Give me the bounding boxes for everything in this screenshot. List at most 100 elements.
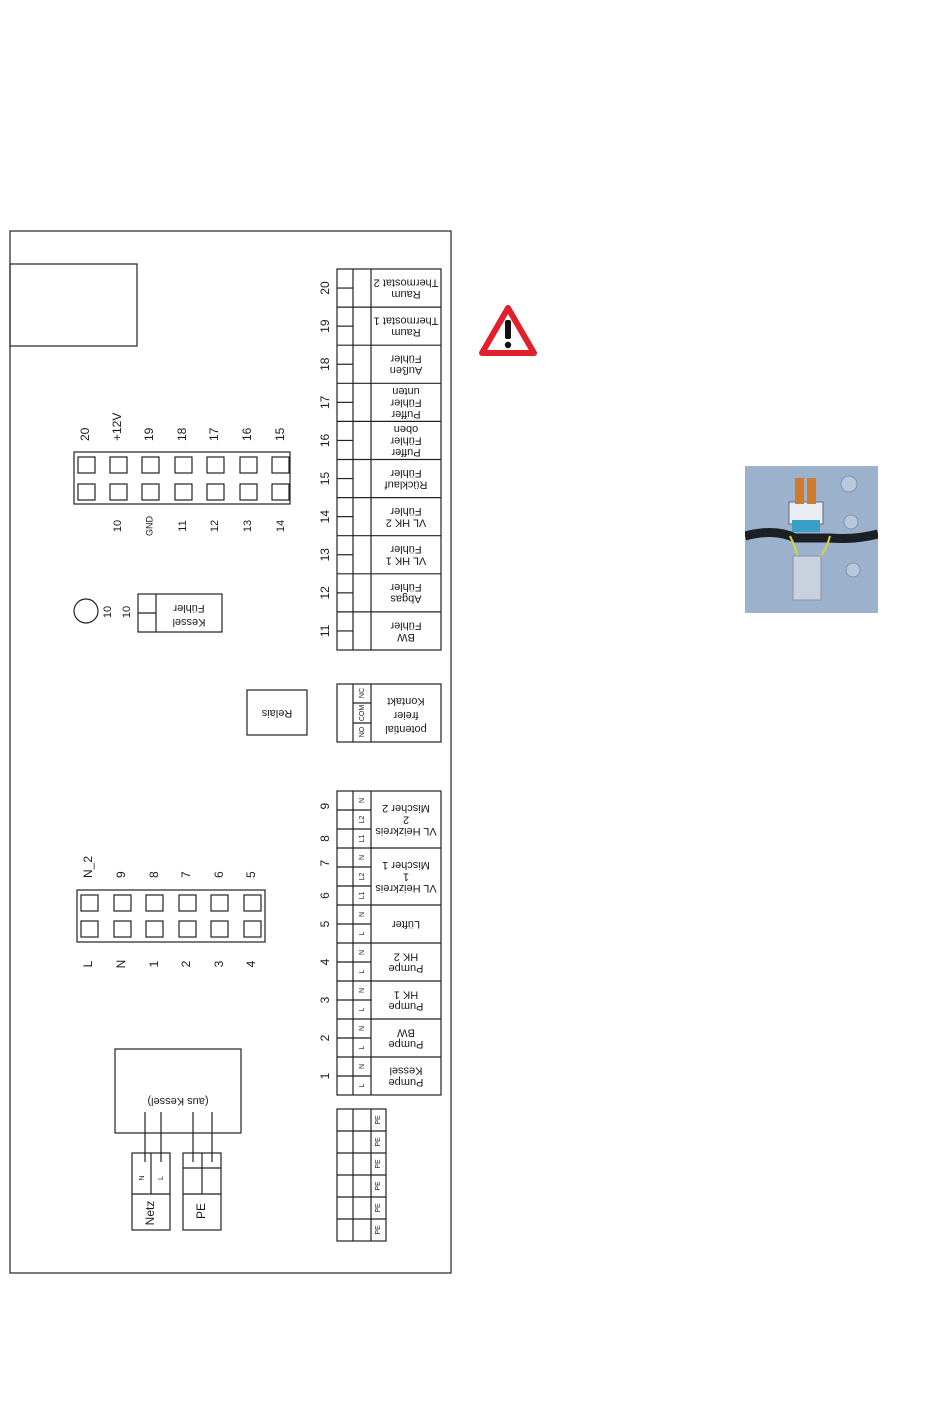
terminal-number: 18 [318,357,332,371]
pin-label: N [359,988,366,993]
pe-pin-label: PE [375,1181,382,1191]
pin-label: 20 [78,427,92,441]
terminal-label-line: HK 2 [394,950,418,962]
terminal-number: 20 [318,281,332,295]
pin-label: L2 [359,873,366,881]
terminal-label-line: Puffer [391,446,420,458]
terminal-label-line: VL Heizkreis [375,882,437,894]
terminal-label-line: Fühler [390,581,422,593]
mains-connection: (aus Kessel) N L Netz PE [114,1048,242,1231]
terminal-number: 14 [318,510,332,524]
terminal-label-line: Fühler [390,619,422,631]
terminal-label-line: VL Heizkreis [375,825,437,837]
pin-label: L [158,1176,165,1180]
terminal-label-line: Rücklauf [384,478,428,490]
terminal-label-line: Lüfter [392,918,420,930]
terminal-label-line: BW [397,1026,415,1038]
pe-pin-label: PE [375,1225,382,1235]
terminal-label-line: Fühler [390,396,422,408]
pin-label: L2 [359,816,366,824]
pin-label: L [359,969,366,973]
terminal-number: 10 [121,606,133,618]
terminal-label-line: Puffer [391,408,420,420]
terminal-label-line: VL HK 2 [386,516,427,528]
kessel-sensor-connector: 10 10 Kessel Fühler [73,593,223,633]
terminal-label-line: Pumpe [389,1076,424,1088]
terminal-label-line: Fühler [390,467,422,479]
pin-label: N [114,960,128,969]
pin-label: 15 [273,427,287,441]
pin-label: 16 [240,427,254,441]
warning-triangle-icon [479,305,537,356]
pin-label: N [139,1175,146,1180]
terminal-number: 5 [318,920,332,927]
controller-housing [9,230,452,1274]
pe-pin-label: PE [375,1203,382,1213]
terminal-label-line: potential [385,723,427,735]
terminal-number: 19 [318,319,332,333]
pin-label: N [359,950,366,955]
display-module-box [9,263,138,347]
pe-pin-label: PE [375,1159,382,1169]
pin-label: 12 [209,520,221,532]
terminal-label-line: Raum [391,288,420,300]
terminal-number: 13 [318,548,332,562]
terminal-label-line: freier [393,709,418,721]
pin-label: L1 [359,835,366,843]
terminal-label-line: Fühler [390,353,422,365]
pin-label: 7 [179,871,193,878]
terminal-label-line: Fühler [173,602,205,614]
pe-pin-label: PE [375,1115,382,1125]
pin-label: 6 [212,871,226,878]
pin-label: 9 [114,871,128,878]
pin-label: N [359,912,366,917]
terminal-label-line: Kessel [172,616,205,628]
pin-label: L [359,1007,366,1011]
pin-label: L [81,960,95,967]
terminal-label-line: Fühler [390,505,422,517]
terminal-number: 4 [318,958,332,965]
terminal-number: 11 [318,624,332,637]
terminal-label-line: 2 [403,814,409,826]
pin-label: 10 [112,520,124,532]
terminal-label-line: Kontakt [387,695,424,707]
pin-label: +12V [110,413,124,441]
pin-label: 11 [177,520,189,531]
pin-label: 5 [244,871,258,878]
pin-header-top: 20 +12V 19 18 17 16 15 10 GND 11 12 13 1… [73,413,291,537]
pin-label: 2 [179,960,193,967]
pe-label: PE [194,1203,208,1219]
pin-header-bottom: N_2 9 8 7 6 5 L N 1 2 3 4 [76,856,266,969]
terminal-label-line: Mischer 1 [382,859,430,871]
pin-label: COM [359,705,366,722]
terminal-number: 16 [318,433,332,447]
pin-label: 4 [244,960,258,967]
terminal-label-line: Raum [391,326,420,338]
pin-label: 1 [147,960,161,967]
potential-free-contact-block: NO COM NC potential freier Kontakt [336,683,442,743]
terminal-label-line: Kessel [389,1064,422,1076]
pin-label: L [359,1045,366,1049]
pin-label: L1 [359,892,366,900]
pin-label: 19 [142,427,156,441]
pin-label: N [359,855,366,860]
pin-label: 18 [175,427,189,441]
terminal-label-line: Außen [390,364,422,376]
pin-label: N [359,798,366,803]
terminal-label-line: Mischer 2 [382,802,430,814]
terminal-label-line: unten [392,385,420,397]
terminal-number: 15 [318,472,332,486]
pin-label: N_2 [81,856,95,878]
terminal-number: 12 [318,586,332,600]
terminal-number: 3 [318,996,332,1003]
terminal-label-line: HK 1 [394,988,418,1000]
terminal-number: 7 [318,860,332,867]
pe-terminal-block: PE PE PE PE PE PE [336,1108,387,1242]
terminal-label-line: Thermostat 2 [374,276,439,288]
relay-label: Relais [261,707,292,719]
pe-pin-label: PE [375,1137,382,1147]
pin-label: GND [144,516,154,537]
